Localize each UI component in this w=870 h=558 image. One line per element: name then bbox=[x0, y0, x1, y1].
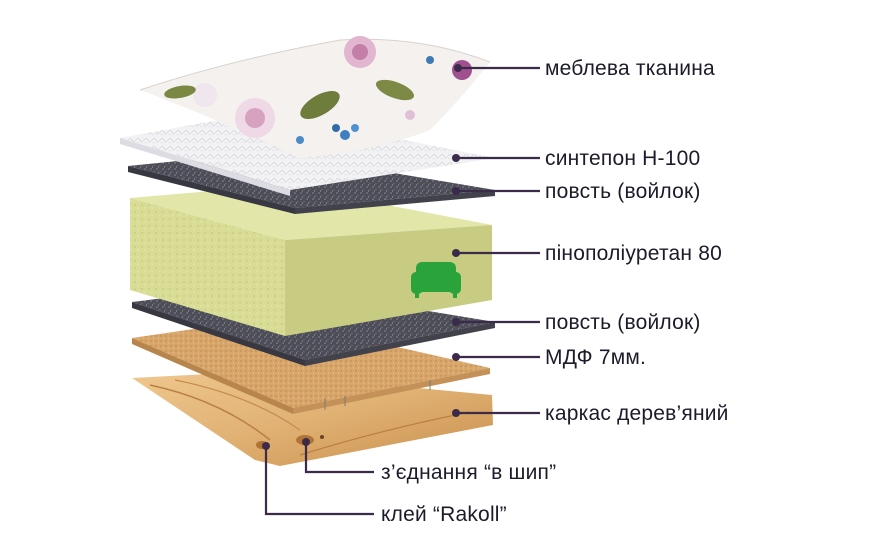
dot-frame bbox=[452, 409, 460, 417]
label-felt-bottom: повсть (войлок) bbox=[545, 311, 701, 334]
label-glue: клей “Rakoll” bbox=[381, 503, 507, 526]
label-sintepon: синтепон Н-100 bbox=[545, 147, 701, 170]
leader-dots bbox=[262, 64, 462, 450]
dot-glue bbox=[262, 442, 270, 450]
sofa-icon bbox=[411, 262, 461, 298]
dot-felt-top bbox=[452, 187, 460, 195]
leader-glue bbox=[264, 446, 374, 516]
dot-fabric bbox=[454, 64, 462, 72]
label-joint: з’єднання “в шип” bbox=[381, 461, 557, 484]
dot-sintepon bbox=[452, 154, 460, 162]
dot-joint bbox=[302, 438, 310, 446]
label-fabric: меблева тканина bbox=[545, 57, 715, 80]
label-frame: каркас дерев’яний bbox=[545, 402, 729, 425]
leader-lines bbox=[264, 66, 540, 516]
pins bbox=[324, 380, 431, 410]
label-foam: пінополіуретан 80 bbox=[545, 242, 722, 265]
fabric-layer bbox=[139, 36, 491, 158]
dot-felt-bottom bbox=[452, 318, 460, 326]
dot-foam bbox=[452, 249, 460, 257]
leader-joint bbox=[304, 442, 374, 474]
label-mdf: МДФ 7мм. bbox=[545, 346, 647, 369]
dot-mdf bbox=[452, 353, 460, 361]
label-felt-top: повсть (войлок) bbox=[545, 180, 701, 203]
